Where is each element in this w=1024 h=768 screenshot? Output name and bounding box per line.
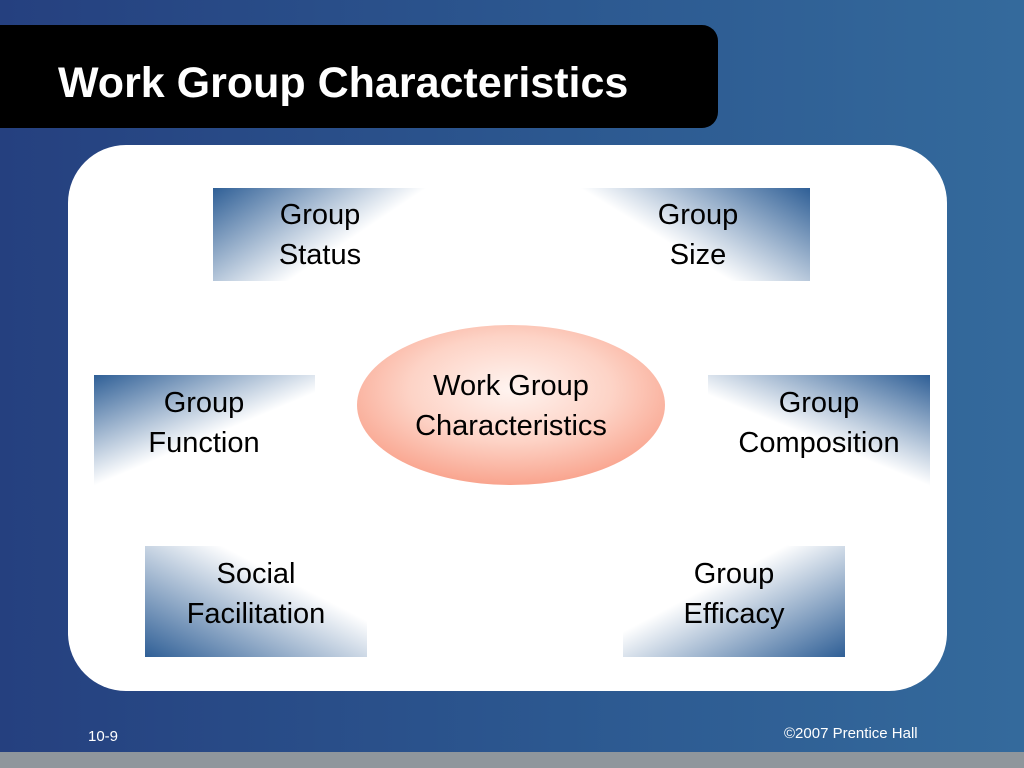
callout-group-function xyxy=(94,375,357,486)
callout-group-efficacy xyxy=(575,514,845,657)
label-group-efficacy: Group Efficacy xyxy=(683,558,785,630)
label-group-composition: Group Composition xyxy=(738,387,900,459)
center-label: Work Group Characteristics xyxy=(415,370,607,442)
title-box xyxy=(0,25,718,128)
label-group-size: Group Size xyxy=(657,199,739,271)
center-ellipse xyxy=(357,325,665,485)
callout-group-status xyxy=(213,188,427,332)
label-group-function: Group Function xyxy=(148,387,260,459)
callout-social-facilitation xyxy=(145,506,437,657)
label-social-facilitation: Social Facilitation xyxy=(186,558,326,630)
callout-group-composition xyxy=(660,375,930,486)
slide-number: 10-9 xyxy=(88,728,119,745)
bottom-bar xyxy=(0,752,1024,768)
label-group-status: Group Status xyxy=(278,199,362,271)
slide-title: Work Group Characteristics xyxy=(58,59,629,107)
callout-group-size xyxy=(580,188,810,330)
copyright-text: ©2007 Prentice Hall xyxy=(784,725,918,742)
